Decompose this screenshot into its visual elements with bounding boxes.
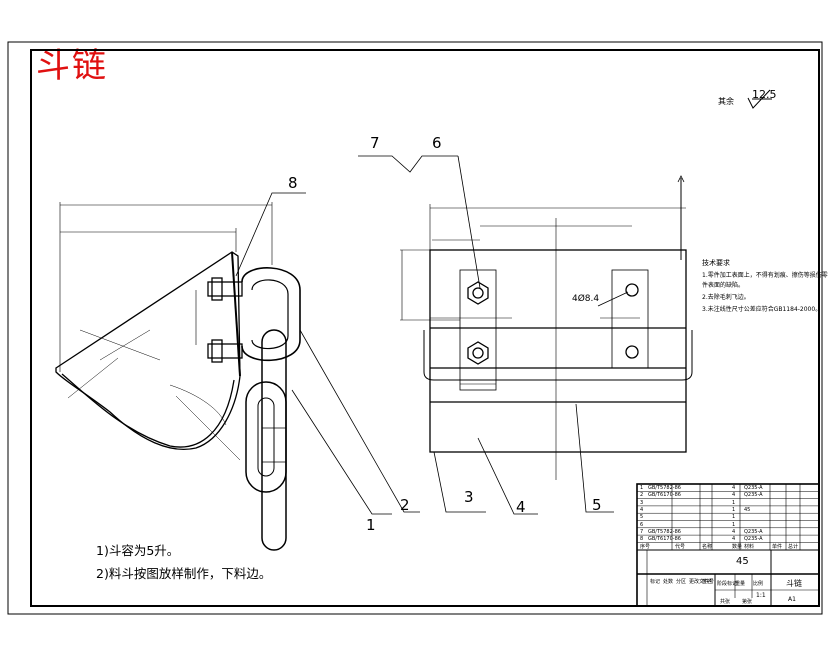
- tech-req-item: 1.零件加工表面上，不得有划痕、擦伤等损伤零: [702, 272, 828, 279]
- field-label: 重量: [735, 581, 746, 587]
- sheet-count-label: 第张: [742, 599, 753, 605]
- sheet-size: A1: [788, 596, 796, 603]
- bucket-front-view: [400, 175, 693, 480]
- parts-row-qty: 4: [732, 528, 736, 535]
- parts-row-code: GB/T5782-86: [648, 485, 681, 491]
- callout-6: 6: [432, 134, 442, 152]
- parts-row-index: 1: [640, 485, 644, 491]
- parts-row-qty: 4: [732, 492, 736, 499]
- parts-header-label: 单件: [772, 544, 783, 551]
- parts-header-label: 总计: [788, 544, 799, 551]
- parts-row-index: 2: [640, 492, 644, 499]
- parts-row-index: 3: [640, 499, 644, 506]
- note-2: 2)料斗按图放样制作，下料边。: [96, 566, 272, 581]
- parts-row-code: GB/T6170-86: [648, 492, 681, 499]
- callout-1: 1: [366, 516, 376, 534]
- parts-header-label: 名称: [702, 544, 713, 551]
- parts-row-qty: 1: [732, 521, 736, 528]
- tech-req-heading: 技术要求: [702, 259, 730, 267]
- tech-req-item: 件表面的缺陷。: [702, 282, 745, 289]
- revision-label: 签名: [702, 579, 713, 585]
- parts-header-label: 代号: [675, 544, 686, 551]
- parts-header-label: 材料: [744, 544, 755, 551]
- callout-8: 8: [288, 174, 298, 192]
- parts-row-code: GB/T6170-86: [648, 536, 681, 543]
- callout-7: 7: [370, 134, 380, 152]
- callout-3: 3: [464, 488, 474, 506]
- parts-row-index: 5: [640, 514, 644, 521]
- revision-label: 更改文件号: [689, 579, 715, 585]
- parts-row-index: 7: [640, 528, 644, 535]
- outer-border: [7, 41, 823, 615]
- parts-row-code: GB/T5782-86: [648, 528, 681, 535]
- parts-row-qty: 1: [732, 506, 736, 513]
- field-label: 比例: [753, 581, 764, 587]
- leader-lines-right: [358, 155, 629, 515]
- roughness-symbol: [747, 89, 772, 109]
- surface-note-label: 其余: [718, 97, 734, 106]
- parts-row-qty: 1: [732, 499, 736, 506]
- scale: 1:1: [756, 592, 766, 599]
- parts-row-material: Q235-A: [744, 536, 763, 543]
- hole-label: 4Ø8.4: [572, 294, 600, 304]
- leader-lines-left: [235, 192, 420, 515]
- callout-4: 4: [516, 498, 526, 516]
- surface-note-value: 12.5: [752, 88, 777, 101]
- parts-header-label: 序号: [640, 544, 651, 551]
- tech-req-item: 3.未注线性尺寸公差应符合GB1184-2000。: [702, 306, 822, 313]
- bucket-side-view: [55, 202, 301, 551]
- parts-header-label: 数量: [732, 544, 743, 551]
- inner-border: [30, 49, 820, 607]
- parts-row-material: Q235-A: [744, 492, 763, 499]
- parts-row-index: 8: [640, 536, 644, 543]
- revision-label: 标记: [650, 579, 661, 585]
- parts-row-material: 45: [744, 506, 751, 513]
- parts-row-qty: 4: [732, 536, 736, 543]
- field-label: 阶段标记: [717, 581, 738, 587]
- drawing-title: 斗链: [36, 46, 108, 86]
- part-name: 斗链: [786, 579, 802, 588]
- parts-row-qty: 4: [732, 485, 736, 491]
- title-block-rows: [637, 491, 819, 543]
- callout-5: 5: [592, 496, 602, 514]
- title-block: [636, 483, 820, 607]
- parts-row-qty: 1: [732, 514, 736, 521]
- tech-req-item: 2.去除毛刺飞边。: [702, 294, 750, 301]
- parts-row-index: 4: [640, 506, 644, 513]
- sheet-count-label: 共张: [720, 599, 731, 605]
- note-1: 1)斗容为5升。: [96, 543, 180, 558]
- parts-row-material: Q235-A: [744, 485, 763, 491]
- material: 45: [736, 556, 749, 567]
- parts-row-material: Q235-A: [744, 528, 763, 535]
- callout-2: 2: [400, 496, 410, 514]
- revision-label: 分区: [676, 579, 687, 585]
- revision-label: 处数: [663, 579, 674, 585]
- parts-row-index: 6: [640, 521, 644, 528]
